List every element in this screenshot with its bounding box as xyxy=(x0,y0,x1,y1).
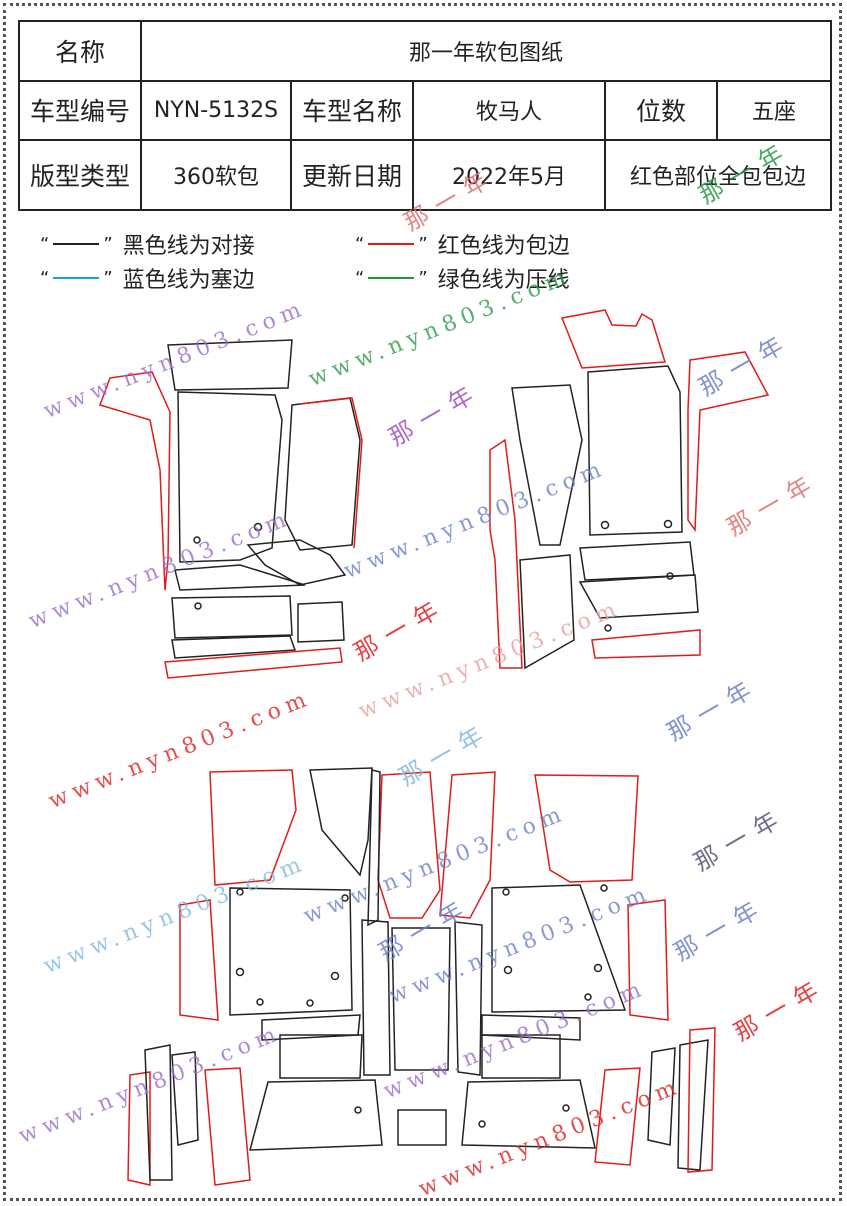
type-value: 360软包 xyxy=(140,139,292,211)
legend-black-line-swatch xyxy=(53,243,100,245)
legend-open-quote: “ xyxy=(40,233,50,255)
legend-label: 黑色线为对接 xyxy=(122,234,255,259)
model-code-value: NYN-5132S xyxy=(140,79,292,142)
seats-label: 位数 xyxy=(604,79,718,142)
legend-label: 绿色线为压线 xyxy=(437,268,570,293)
legend-close-quote: ” xyxy=(418,267,428,289)
model-code-label: 车型编号 xyxy=(18,79,142,142)
legend-open-quote: “ xyxy=(355,267,365,289)
table-row: 车型编号 NYN-5132S 车型名称 牧马人 位数 五座 xyxy=(18,79,832,142)
legend-item-red: “ ” 红色线为包边 xyxy=(355,228,570,260)
legend-close-quote: ” xyxy=(103,267,113,289)
legend-item-black: “ ” 黑色线为对接 xyxy=(40,228,255,260)
seats-value: 五座 xyxy=(716,79,832,142)
spec-table: 名称 那一年软包图纸 车型编号 NYN-5132S 车型名称 牧马人 位数 五座… xyxy=(18,20,832,211)
type-label: 版型类型 xyxy=(18,139,142,211)
dotted-border-frame xyxy=(3,3,842,1201)
pattern-group-bottom xyxy=(127,767,716,1186)
pattern-group-top-right xyxy=(489,309,770,670)
pattern-group-top-left xyxy=(99,339,363,679)
table-row: 名称 那一年软包图纸 xyxy=(18,20,832,82)
date-label: 更新日期 xyxy=(290,139,414,211)
legend-label: 红色线为包边 xyxy=(437,234,570,259)
legend-label: 蓝色线为塞边 xyxy=(122,268,255,293)
legend-green-line-swatch xyxy=(368,277,415,279)
legend-item-blue: “ ” 蓝色线为塞边 xyxy=(40,262,255,294)
legend-close-quote: ” xyxy=(418,233,428,255)
date-value: 2022年5月 xyxy=(412,139,606,211)
name-label: 名称 xyxy=(18,20,142,82)
model-name-value: 牧马人 xyxy=(412,79,606,142)
legend-open-quote: “ xyxy=(40,267,50,289)
legend-blue-line-swatch xyxy=(53,277,100,279)
note-value: 红色部位全包包边 xyxy=(604,139,832,211)
legend-close-quote: ” xyxy=(103,233,113,255)
legend-item-green: “ ” 绿色线为压线 xyxy=(355,262,570,294)
legend-open-quote: “ xyxy=(355,233,365,255)
table-row: 版型类型 360软包 更新日期 2022年5月 红色部位全包包边 xyxy=(18,139,832,211)
name-value: 那一年软包图纸 xyxy=(140,20,832,82)
model-name-label: 车型名称 xyxy=(290,79,414,142)
legend-red-line-swatch xyxy=(368,243,415,245)
